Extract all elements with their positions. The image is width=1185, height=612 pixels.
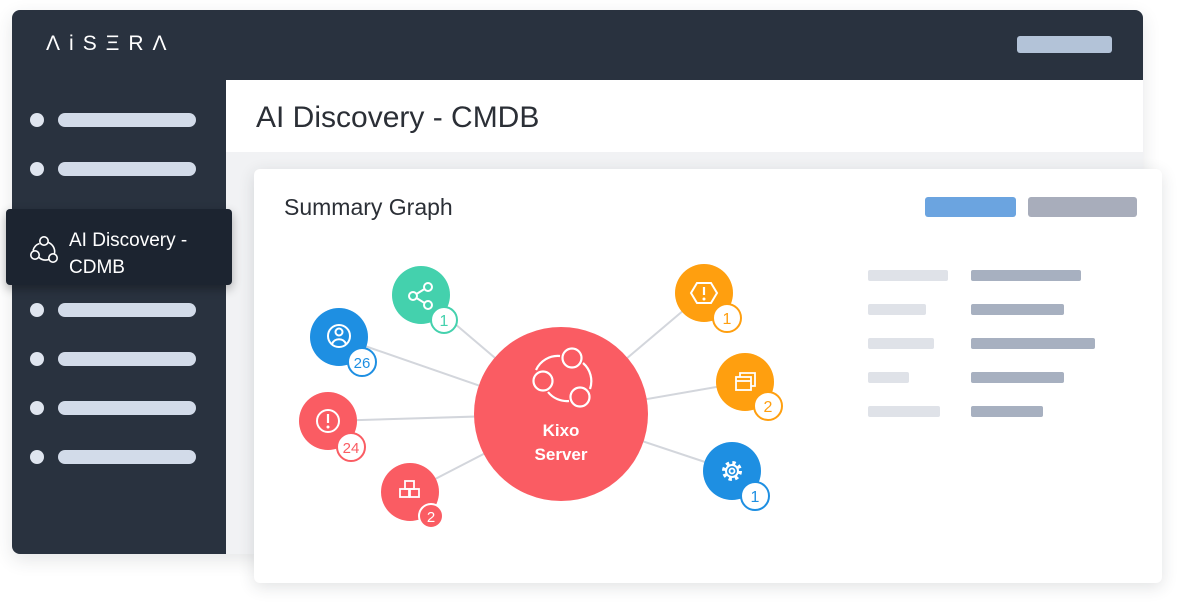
count-badge [753,391,783,421]
count-badge [430,306,458,334]
detail-value-placeholder [971,338,1095,349]
sidebar-item-ai-discovery[interactable]: AI Discovery - CDMB [6,209,232,285]
gear-icon [722,461,742,481]
top-bar: ΛiSΞRΛ [12,10,1143,80]
warning-count: 1 [723,311,732,328]
share-icon [408,282,433,310]
alerts-node[interactable]: 24 [299,392,366,462]
count-badge [712,303,742,333]
warning-hexagon-icon [689,282,719,304]
count-badge [418,503,444,529]
sidebar-item[interactable] [12,157,226,181]
app-logo[interactable]: ΛiSΞRΛ [46,32,176,55]
panel-title: Summary Graph [284,194,453,220]
kixo-server-node[interactable]: Kixo Server [474,327,648,501]
detail-label-placeholder [868,372,909,383]
alert-icon [316,409,340,433]
packages-node[interactable]: 2 [381,463,444,529]
sidebar-item-dot-icon [30,352,44,366]
share-count: 1 [440,313,449,330]
sidebar [12,80,226,554]
sidebar-item-placeholder [58,303,196,317]
summary-graph: Kixo Server 1 26 24 [299,264,783,529]
sidebar-item[interactable] [12,445,226,469]
sidebar-item-dot-icon [30,450,44,464]
detail-value-placeholder [971,406,1043,417]
users-node[interactable]: 26 [310,308,377,377]
alerts-count: 24 [343,440,360,457]
sidebar-item-dot-icon [30,162,44,176]
warning-node[interactable]: 1 [675,264,742,333]
windows-count: 2 [764,399,773,416]
secondary-action-button[interactable] [1028,197,1137,217]
count-badge [740,481,770,511]
sidebar-item-dot-icon [30,401,44,415]
sidebar-item[interactable] [12,108,226,132]
sidebar-item-placeholder [58,113,196,127]
detail-label-placeholder [868,304,926,315]
center-label-line2: Server [535,445,588,464]
page-title: AI Discovery - CMDB [256,101,540,134]
detail-label-placeholder [868,338,934,349]
sidebar-item-dot-icon [30,113,44,127]
detail-label-placeholder [868,270,948,281]
sidebar-item[interactable] [12,298,226,322]
boxes-icon [399,480,420,498]
page-header: AI Discovery - CMDB [226,80,1143,152]
sidebar-item[interactable] [12,347,226,371]
sidebar-item-dot-icon [30,303,44,317]
count-badge [336,432,366,462]
sidebar-item[interactable] [12,396,226,420]
center-label-line1: Kixo [543,421,580,440]
settings-count: 1 [751,489,760,506]
settings-node[interactable]: 1 [703,442,770,511]
count-badge [347,347,377,377]
user-icon [327,324,351,348]
users-count: 26 [354,355,371,372]
network-icon [532,347,593,408]
sidebar-item-placeholder [58,450,196,464]
detail-label-placeholder [868,406,940,417]
sidebar-item-placeholder [58,401,196,415]
primary-action-button[interactable] [925,197,1016,217]
windows-node[interactable]: 2 [716,353,783,421]
windows-icon [735,372,756,391]
share-node[interactable]: 1 [392,266,458,334]
sidebar-item-placeholder [58,162,196,176]
packages-count: 2 [427,509,435,526]
top-bar-placeholder-button[interactable] [1017,36,1112,53]
network-icon [30,236,58,263]
detail-value-placeholder [971,372,1064,383]
detail-value-placeholder [971,270,1081,281]
detail-value-placeholder [971,304,1064,315]
sidebar-item-label: AI Discovery - CDMB [69,230,188,278]
sidebar-item-placeholder [58,352,196,366]
